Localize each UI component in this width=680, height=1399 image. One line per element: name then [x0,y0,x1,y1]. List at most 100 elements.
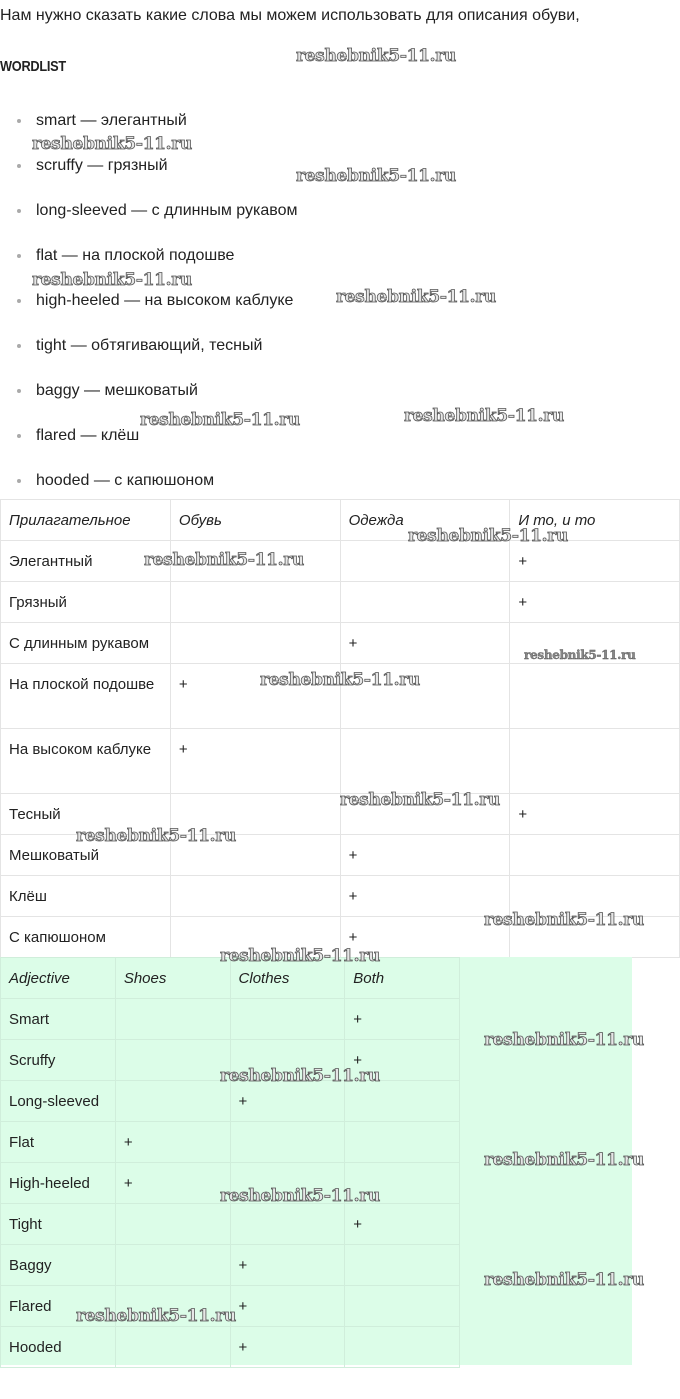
mark-cell [169,581,341,623]
mark-cell: + [339,834,511,876]
mark-cell [339,793,511,835]
mark-cell [114,1203,231,1245]
mark-cell [339,540,511,582]
mark-cell [344,1080,460,1122]
wordlist-item: hooded — с капюшоном [0,469,297,514]
wordlist-item: tight — обтягивающий, тесный [0,334,297,379]
table-row: На высоком каблуке+ [0,728,680,794]
wordlist-item: smart — элегантный [0,109,297,154]
watermark: reshebnik5-11.ru [144,550,305,571]
column-header: Shoes [114,957,231,999]
watermark: reshebnik5-11.ru [408,526,569,547]
bullet-icon [17,479,21,483]
wordlist-heading: WORDLIST [0,58,66,75]
mark-cell: + [344,998,460,1040]
adjective-cell: Мешковатый [0,834,171,876]
mark-cell [344,1244,460,1286]
adjective-cell: Тесный [0,793,171,835]
mark-cell: + [169,728,341,794]
column-header: Прилагательное [0,499,171,541]
bullet-icon [17,254,21,258]
bullet-icon [17,164,21,168]
table-row: Long-sleeved+ [0,1080,460,1122]
table-row: Мешковатый + [0,834,680,876]
adjective-cell: Грязный [0,581,171,623]
adjective-cell: На высоком каблуке [0,728,171,794]
mark-cell [509,728,680,794]
mark-cell [169,875,341,917]
bullet-icon [17,119,21,123]
watermark: reshebnik5-11.ru [296,46,457,67]
mark-cell: + [509,581,680,623]
wordlist-item: scruffy — грязный [0,154,297,199]
watermark: reshebnik5-11.ru [140,410,301,431]
wordlist-item-text: hooded — с капюшоном [36,472,215,489]
mark-cell [229,998,346,1040]
mark-cell [229,1039,346,1081]
bullet-icon [17,344,21,348]
wordlist-item: flat — на плоской подошве [0,244,297,289]
mark-cell: + [229,1285,346,1327]
watermark: reshebnik5-11.ru [336,287,497,308]
wordlist-item-text: flat — на плоской подошве [36,247,235,264]
adjective-cell: Baggy [0,1244,116,1286]
table-row: Hooded + [0,1326,460,1368]
watermark: reshebnik5-11.ru [484,1150,645,1171]
wordlist-item-text: high-heeled — на высоком каблуке [36,292,294,309]
watermark: reshebnik5-11.ru [220,1186,381,1207]
mark-cell [114,998,231,1040]
wordlist-item-text: tight — обтягивающий, тесный [36,337,263,354]
mark-cell: + [339,875,511,917]
table-row: Flared+ [0,1285,460,1327]
adjective-cell: Tight [0,1203,116,1245]
mark-cell [344,1326,460,1368]
mark-cell: + [339,916,511,958]
adjective-cell: Hooded [0,1326,116,1368]
adjective-cell: Long-sleeved [0,1080,116,1122]
mark-cell [169,793,341,835]
mark-cell [344,1162,460,1204]
column-header: Одежда [339,499,511,541]
mark-cell [169,540,341,582]
watermark: reshebnik5-11.ru [260,670,421,691]
mark-cell [509,622,680,664]
watermark: reshebnik5-11.ru [484,910,645,931]
mark-cell: + [114,1162,231,1204]
watermark: reshebnik5-11.ru [524,648,636,662]
adjective-cell: Scruffy [0,1039,116,1081]
mark-cell [344,1285,460,1327]
adjective-cell: На плоской подошве [0,663,171,729]
mark-cell [509,663,680,729]
table-row: Flat+ [0,1121,460,1163]
mark-cell [339,728,511,794]
watermark: reshebnik5-11.ru [32,270,193,291]
bullet-icon [17,299,21,303]
column-header: Adjective [0,957,116,999]
adjective-cell: High-heeled [0,1162,116,1204]
bullet-icon [17,389,21,393]
adjective-cell: С длинным рукавом [0,622,171,664]
wordlist-item-text: flared — клёш [36,427,140,444]
watermark: reshebnik5-11.ru [484,1270,645,1291]
mark-cell: + [509,793,680,835]
adjective-cell: Smart [0,998,116,1040]
bullet-icon [17,434,21,438]
mark-cell: + [169,663,341,729]
column-header: Обувь [169,499,341,541]
watermark: reshebnik5-11.ru [76,1306,237,1327]
table-row: High-heeled+ [0,1162,460,1204]
table-row: Тесный + [0,793,680,835]
mark-cell: + [229,1326,346,1368]
mark-cell: + [114,1121,231,1163]
table-row: С капюшоном+ [0,916,680,958]
table-row: Элегантный+ [0,540,680,582]
watermark: reshebnik5-11.ru [76,826,237,847]
mark-cell [229,1203,346,1245]
adjective-cell: Flat [0,1121,116,1163]
mark-cell [114,1326,231,1368]
mark-cell [229,1121,346,1163]
mark-cell [114,1039,231,1081]
wordlist-item-text: baggy — мешковатый [36,382,198,399]
